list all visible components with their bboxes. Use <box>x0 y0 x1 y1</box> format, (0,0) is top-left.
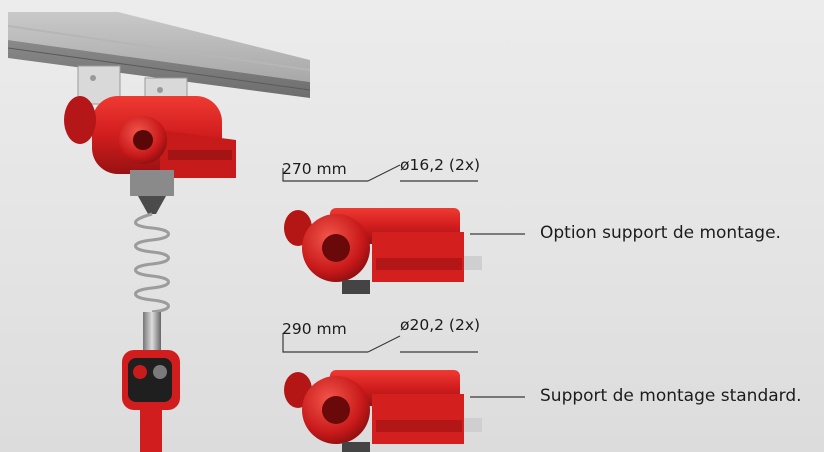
overhead-rail <box>7 12 311 98</box>
main-hoist <box>64 65 236 214</box>
length-label-2: 290 mm <box>282 320 347 338</box>
control-handle <box>122 350 180 452</box>
description-1: Option support de montage. <box>540 223 781 243</box>
hoist-unit-1 <box>284 208 482 294</box>
dimension-lines-1 <box>282 164 525 235</box>
length-label-1: 270 mm <box>282 160 347 178</box>
hoist-unit-2 <box>284 370 482 452</box>
hole-label-1: ø16,2 (2x) <box>400 156 481 174</box>
handle-shaft <box>143 312 161 352</box>
spiral-cable <box>134 212 170 314</box>
dimension-lines-2 <box>282 333 525 398</box>
description-2: Support de montage standard. <box>540 386 802 406</box>
hole-label-2: ø20,2 (2x) <box>400 316 481 334</box>
